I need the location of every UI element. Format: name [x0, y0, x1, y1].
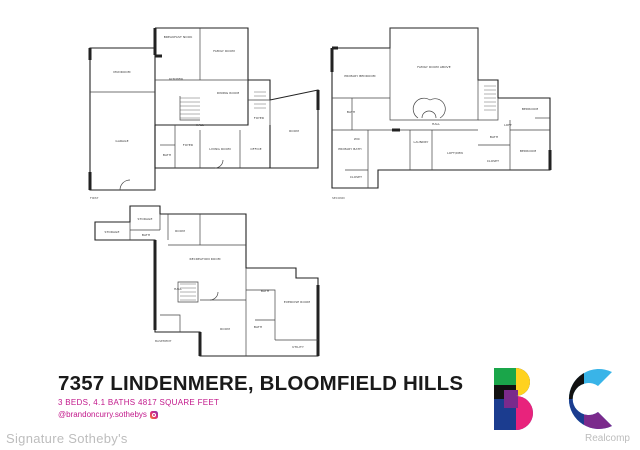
room-label: BREAKFAST NOOK: [164, 35, 194, 39]
room-label: BATH: [490, 135, 498, 139]
room-label: ROOM: [220, 327, 230, 331]
room-label: MUDROOM: [113, 70, 131, 74]
room-label: FOYER: [254, 116, 264, 120]
room-label: WIC: [354, 137, 360, 141]
room-label: CLOSET: [487, 159, 499, 163]
listing-details: 3 BEDS, 4.1 BATHS 4817 SQUARE FEET: [58, 398, 220, 407]
room-label: BATH: [261, 289, 269, 293]
social-row: @brandoncurry.sothebys: [58, 410, 158, 419]
brokerage-watermark: Signature Sotheby's: [6, 431, 128, 446]
room-label: STORAGE: [138, 217, 153, 221]
floor-caption: SECOND: [332, 196, 346, 200]
room-label: FAMILY ROOM ABOVE: [417, 65, 450, 69]
room-label: LOFT: [504, 123, 512, 127]
room-label: BEDROOM: [522, 107, 539, 111]
room-label: STORAGE: [105, 230, 120, 234]
room-label: FAMILY ROOM: [213, 49, 235, 53]
room-label: HALL: [432, 122, 440, 126]
brand-logo: [494, 368, 612, 430]
room-label: GARAGE: [115, 139, 128, 143]
room-label: UTILITY: [292, 345, 304, 349]
room-label: CLOSET: [350, 175, 362, 179]
room-label: BATH: [163, 153, 171, 157]
room-label: BEDROOM: [520, 149, 537, 153]
logo-letter-b: [494, 368, 533, 430]
room-label: KITCHEN: [169, 77, 183, 81]
room-label: RECREATION ROOM: [189, 257, 220, 261]
floor-caption: BASEMENT: [155, 339, 172, 343]
room-label: LOFT/DEN: [447, 151, 463, 155]
room-label: HALL: [196, 123, 204, 127]
logo-letter-c: [568, 369, 612, 429]
listing-title: 7357 LINDENMERE, BLOOMFIELD HILLS: [58, 372, 464, 395]
room-label: ROOM: [175, 229, 185, 233]
room-label: PRIMARY BATH: [338, 147, 361, 151]
room-label: ROOM: [289, 129, 299, 133]
room-label: EXERCISE ROOM: [284, 300, 311, 304]
room-label: FOYER: [183, 143, 193, 147]
lower-level-plan: STORAGE STORAGE BATH ROOM RECREATION ROO…: [94, 205, 320, 357]
floor-plan: BREAKFAST NOOK FAMILY ROOM KITCHEN DININ…: [88, 27, 552, 357]
room-label: BATH: [347, 110, 355, 114]
room-label: PRIMARY BEDROOM: [344, 74, 376, 78]
room-label: BATH: [254, 325, 262, 329]
social-handle[interactable]: @brandoncurry.sothebys: [58, 410, 147, 419]
upper-floor-plan: PRIMARY BEDROOM FAMILY ROOM ABOVE BEDROO…: [330, 27, 552, 200]
room-label: BATH: [142, 233, 150, 237]
room-label: HALL: [174, 287, 182, 291]
floor-caption: FIRST: [90, 196, 99, 200]
mls-watermark: Realcomp: [584, 433, 630, 444]
main-floor-plan: BREAKFAST NOOK FAMILY ROOM KITCHEN DININ…: [88, 27, 320, 200]
room-label: LAUNDRY: [414, 140, 429, 144]
room-label: LIVING ROOM: [209, 147, 231, 151]
instagram-icon[interactable]: [149, 410, 158, 419]
room-label: OFFICE: [250, 147, 261, 151]
room-label: DINING ROOM: [217, 91, 240, 95]
